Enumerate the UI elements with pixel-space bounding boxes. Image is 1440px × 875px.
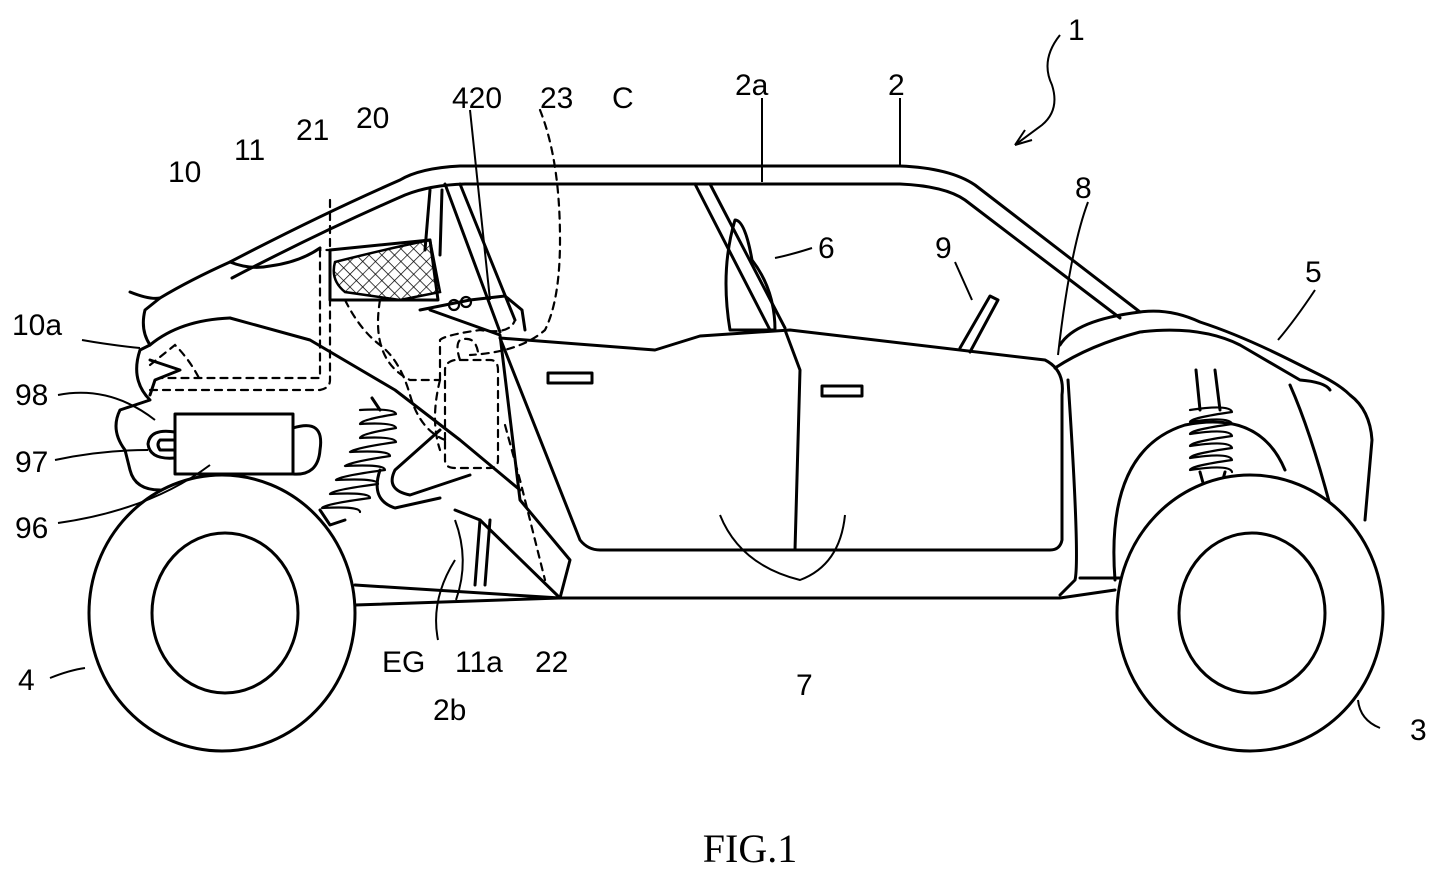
reference-labels: 1 2 2a C 23 420 20 21 11 10 8 9 6 5 10a … [12,14,1427,871]
label-11: 11 [234,134,265,167]
front-shock-absorber [318,396,398,527]
grab-handle [958,294,1000,354]
label-4: 4 [18,664,35,697]
label-EG: EG [382,646,425,679]
label-23: 23 [540,82,573,115]
leader-lines [49,34,1381,729]
front-wheel [1115,473,1385,753]
duct-openings [447,295,473,312]
label-11a: 11a [455,646,503,679]
seat-back [724,218,777,332]
hidden-components [148,108,562,582]
label-98: 98 [15,379,48,412]
label-2b: 2b [433,694,466,727]
roof-frame [228,164,1142,334]
label-8: 8 [1075,172,1092,205]
rear-body-panel [1053,309,1374,597]
label-22: 22 [535,646,568,679]
label-2: 2 [888,69,905,102]
engine-compartment-frame [228,238,572,600]
label-97: 97 [15,446,48,479]
label-10: 10 [168,156,201,189]
label-7: 7 [796,669,813,702]
label-1: 1 [1068,14,1085,47]
label-10a: 10a [12,309,62,342]
doors [498,328,1064,552]
label-2a: 2a [735,69,769,102]
label-20: 20 [356,102,389,135]
label-96: 96 [15,512,48,545]
rear-wheel [87,473,357,753]
side-sill [353,576,1122,607]
label-3: 3 [1410,714,1427,747]
tail-body [114,246,322,492]
label-21: 21 [296,114,329,147]
air-filter-mesh [332,238,442,302]
rear-shock-absorber [1188,368,1234,492]
label-9: 9 [935,232,952,265]
muffler [146,412,323,476]
figure-caption: FIG.1 [703,826,797,871]
label-5: 5 [1305,256,1322,289]
label-C: C [612,82,634,115]
label-420: 420 [452,82,502,115]
label-6: 6 [818,232,835,265]
